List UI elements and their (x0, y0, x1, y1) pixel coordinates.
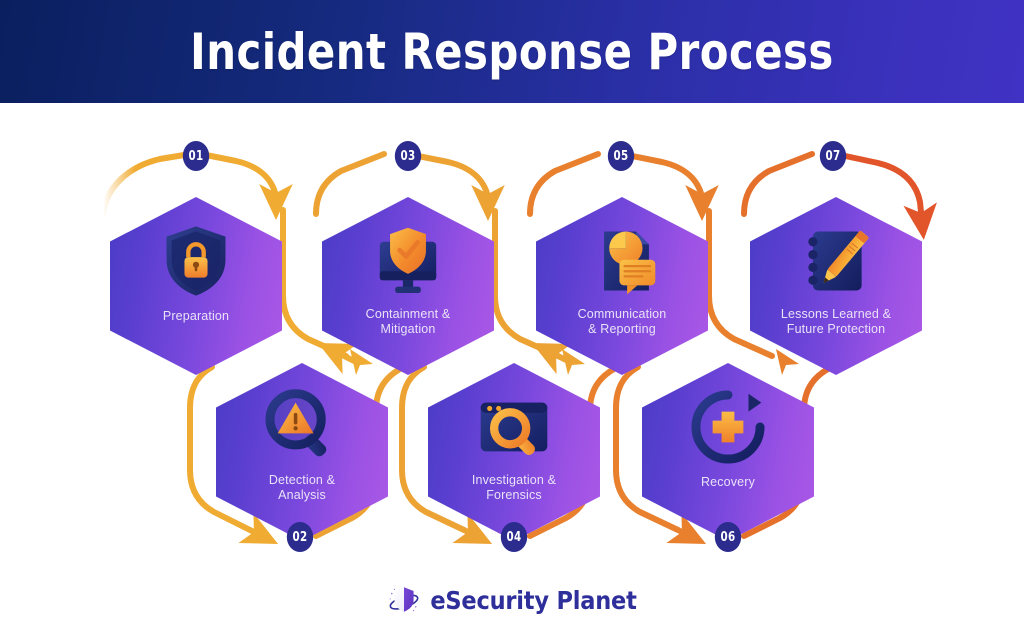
shield-orbit-logo (389, 587, 419, 612)
arrowhead-to-step-04 (562, 349, 585, 375)
arrowhead-to-step-06 (776, 349, 799, 375)
report-chart-chat-icon (580, 219, 664, 303)
step-label-02: Detection & Analysis (268, 473, 336, 502)
step-label-04: Investigation & Forensics (471, 473, 557, 502)
step-badge-06[interactable]: 06 (714, 522, 742, 552)
monitor-shield-check-icon (366, 219, 450, 303)
footer-brand: eSecurity Planet (0, 578, 1024, 622)
browser-magnifier-icon (472, 385, 556, 469)
step-label-06: Recovery (701, 475, 755, 489)
step-badge-03[interactable]: 03 (394, 141, 422, 171)
step-badge-07[interactable]: 07 (819, 141, 847, 171)
step-hexagon-06[interactable]: Recovery (642, 363, 814, 541)
step-badge-04[interactable]: 04 (500, 522, 528, 552)
step-badge-01[interactable]: 01 (182, 141, 210, 171)
header-banner: Incident Response Process (0, 0, 1024, 103)
magnifier-warning-icon (260, 385, 344, 469)
step-hexagon-05[interactable]: Communication & Reporting (536, 197, 708, 375)
step-label-05: Communication & Reporting (577, 307, 667, 336)
refresh-plus-icon (686, 385, 770, 469)
arrowhead-to-step-02 (350, 349, 373, 375)
page-title: Incident Response Process (190, 22, 834, 81)
shield-lock-icon (154, 219, 238, 303)
step-badge-05[interactable]: 05 (607, 141, 635, 171)
step-label-01: Preparation (162, 309, 230, 323)
step-hexagon-07[interactable]: Lessons Learned & Future Protection (750, 197, 922, 375)
brand-name: eSecurity Planet (430, 585, 637, 615)
step-badge-02[interactable]: 02 (286, 522, 314, 552)
step-label-07: Lessons Learned & Future Protection (780, 307, 892, 336)
notebook-pencil-icon (794, 219, 878, 303)
step-hexagon-01[interactable]: Preparation (110, 197, 282, 375)
step-label-03: Containment & Mitigation (365, 307, 451, 336)
